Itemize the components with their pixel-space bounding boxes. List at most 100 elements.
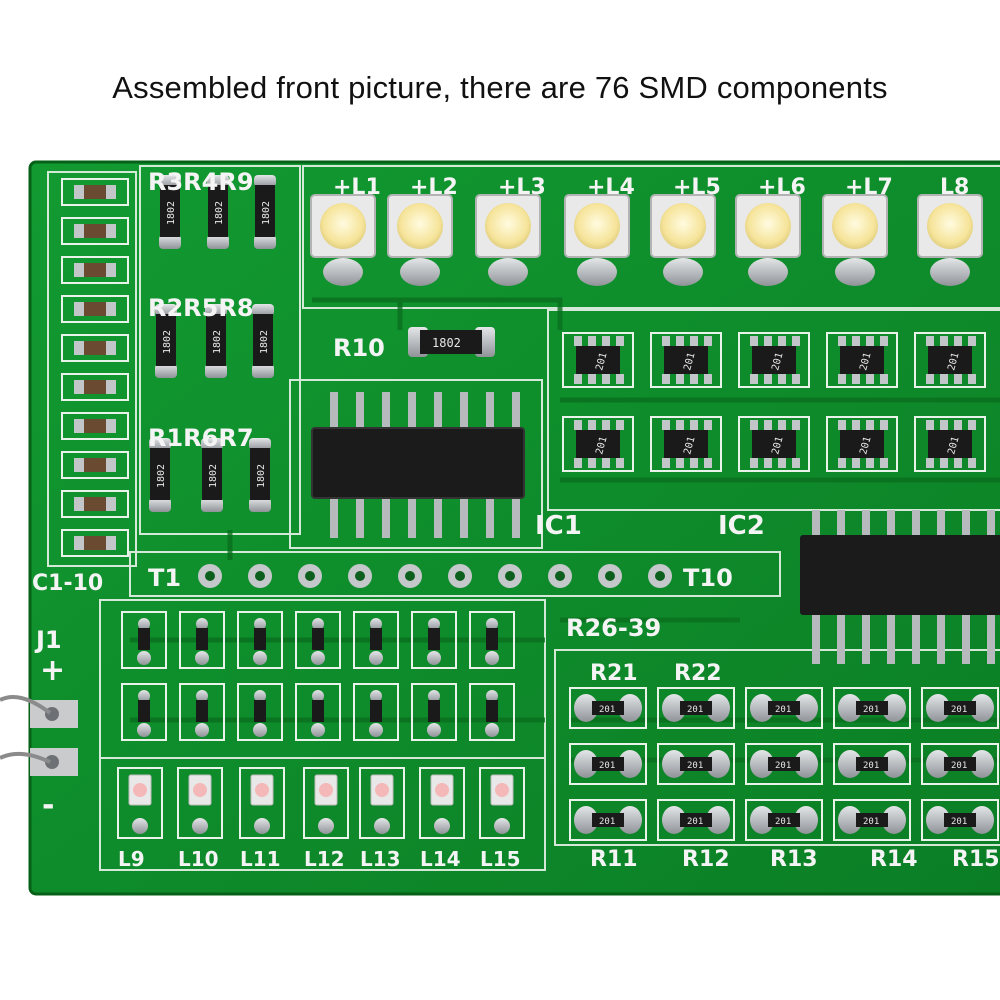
- resistor-code: 1802: [212, 330, 223, 354]
- resistor-r10: 1802: [408, 327, 495, 357]
- label-r12: R12: [682, 847, 730, 872]
- resistor: [768, 813, 800, 827]
- resistor-array: [840, 346, 884, 374]
- array-code: 201: [682, 435, 697, 455]
- label-ic2: IC2: [718, 511, 765, 541]
- capacitor: [82, 302, 108, 316]
- top-led-label: +L4: [587, 175, 635, 200]
- label-r-bottom: R1R6R7: [148, 424, 254, 452]
- resistor-array: [928, 346, 972, 374]
- resistor: [202, 448, 222, 500]
- resistor: [680, 757, 712, 771]
- resistor-code: 1802: [208, 464, 219, 488]
- resistor-code: 201: [687, 817, 703, 827]
- resistor-code: 1802: [261, 201, 272, 225]
- resistor-code: 201: [863, 705, 879, 715]
- label-plus: +: [40, 653, 65, 688]
- resistor-array: [752, 430, 796, 458]
- transistor: [312, 700, 324, 722]
- array-code: 201: [858, 351, 873, 371]
- transistor: [370, 700, 382, 722]
- array-code: 201: [594, 435, 609, 455]
- test-point-row: [198, 564, 672, 588]
- resistor: [768, 757, 800, 771]
- resistor-code: 201: [599, 817, 615, 827]
- array-code: 201: [770, 435, 785, 455]
- resistor: [208, 185, 228, 237]
- resistor-code: 201: [775, 705, 791, 715]
- resistor-code: 201: [863, 817, 879, 827]
- resistor-code: 1802: [156, 464, 167, 488]
- transistor: [428, 700, 440, 722]
- transistor: [138, 628, 150, 650]
- array-code: 201: [682, 351, 697, 371]
- resistor-array: [664, 346, 708, 374]
- resistor: [156, 314, 176, 366]
- top-led-label: +L7: [845, 175, 893, 200]
- resistor-code: 1802: [214, 201, 225, 225]
- top-led-label: +L3: [498, 175, 546, 200]
- resistor-array: [576, 430, 620, 458]
- resistor: [944, 757, 976, 771]
- bottom-led-label: L10: [178, 847, 219, 871]
- transistor: [312, 628, 324, 650]
- resistor: [856, 813, 888, 827]
- resistor-code: 201: [951, 705, 967, 715]
- top-led-label: +L2: [410, 175, 458, 200]
- resistor: [944, 701, 976, 715]
- capacitor: [82, 263, 108, 277]
- bottom-led-label: L11: [240, 847, 281, 871]
- j1-connector: [30, 700, 78, 776]
- bottom-led-label: L15: [480, 847, 521, 871]
- label-r-mid: R2R5R8: [148, 294, 254, 322]
- resistor: [592, 757, 624, 771]
- transistor: [486, 700, 498, 722]
- caption: Assembled front picture, there are 76 SM…: [112, 70, 888, 105]
- resistor: [250, 448, 270, 500]
- resistor-array: [928, 430, 972, 458]
- resistor-code: 201: [775, 817, 791, 827]
- array-code: 201: [946, 351, 961, 371]
- resistor-code: 201: [951, 761, 967, 771]
- bottom-led-label: L13: [360, 847, 401, 871]
- bottom-led-labels: L9 L10 L11 L12 L13 L14 L15: [118, 847, 521, 871]
- transistor: [196, 628, 208, 650]
- resistor-array: [840, 430, 884, 458]
- capacitor-column: [61, 178, 129, 557]
- bottom-led-label: L12: [304, 847, 345, 871]
- bottom-led-label: L9: [118, 847, 145, 871]
- resistor-code: 1802: [256, 464, 267, 488]
- resistor: [206, 314, 226, 366]
- top-led-label: +L5: [673, 175, 721, 200]
- resistor: [255, 185, 275, 237]
- bottom-led-label: L14: [420, 847, 461, 871]
- power-wires: [0, 695, 52, 764]
- resistor: [253, 314, 273, 366]
- resistor-code: 201: [775, 761, 791, 771]
- top-led-label: L8: [940, 175, 969, 200]
- bottom-led-row: [117, 767, 525, 839]
- label-minus: -: [42, 788, 54, 823]
- transistor: [254, 700, 266, 722]
- resistor-code: 201: [687, 705, 703, 715]
- silkscreen-outlines: [47, 165, 1000, 871]
- array-code: 201: [858, 435, 873, 455]
- capacitor: [82, 341, 108, 355]
- top-led-row: [310, 194, 983, 286]
- capacitor: [82, 458, 108, 472]
- label-j1: J1: [34, 626, 62, 654]
- resistor: [592, 813, 624, 827]
- label-r21: R21: [590, 661, 638, 686]
- transistor: [138, 700, 150, 722]
- ic1-chip: [311, 392, 525, 538]
- transistor: [370, 628, 382, 650]
- resistor-code: 201: [951, 817, 967, 827]
- capacitor: [82, 380, 108, 394]
- label-t1: T1: [148, 564, 181, 592]
- capacitor: [82, 536, 108, 550]
- resistor-code: 1802: [162, 330, 173, 354]
- resistor-code: 1802: [259, 330, 270, 354]
- resistor: [160, 185, 180, 237]
